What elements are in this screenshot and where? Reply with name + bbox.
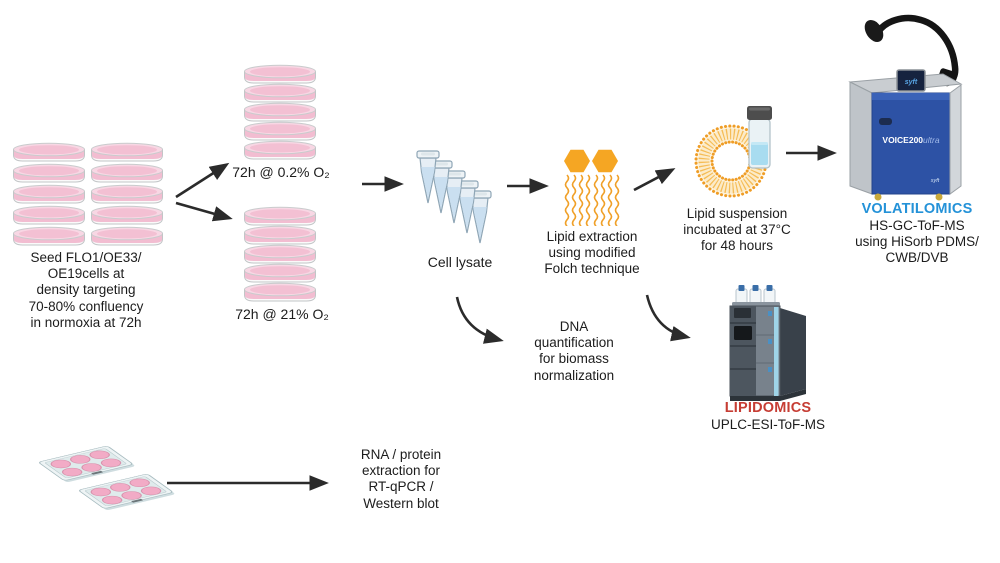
arrow-extraction-to-lipidomics: [645, 294, 691, 342]
lipid-suspension-label: Lipid suspension incubated at 37°C for 4…: [683, 206, 791, 254]
sample-vial-icon: [747, 106, 772, 169]
gc-tof-ms-instrument-icon: syft VOICE200ultra syft: [848, 14, 963, 201]
uplc-ms-instrument-icon: [729, 285, 806, 401]
svg-text:VOICE200ultra: VOICE200ultra: [882, 135, 939, 145]
seed-step-label: Seed FLO1/OE33/ OE19cells at density tar…: [28, 250, 144, 330]
instrument-model-suffix: ultra: [923, 135, 940, 145]
lipidomics-title: LIPIDOMICS: [724, 400, 812, 416]
cell-lysate-label: Cell lysate: [427, 254, 493, 270]
lipidomics-method-label: UPLC-ESI-ToF-MS: [710, 417, 825, 432]
dna-quantification-label: DNA quantification for biomass normaliza…: [533, 319, 615, 383]
volatilomics-method-label: HS-GC-ToF-MS using HiSorb PDMS/ CWB/DVB: [855, 218, 979, 266]
petri-dish-stack: [13, 142, 163, 246]
lipid-extraction-label: Lipid extraction using modified Folch te…: [544, 229, 640, 277]
six-well-plates-icon: [37, 445, 177, 512]
petri-dish-stack-normoxia: [244, 206, 316, 302]
arrow-extraction-to-suspension: [633, 168, 676, 192]
lipid-molecules-icon: [564, 149, 620, 226]
volatilomics-title: VOLATILOMICS: [861, 201, 973, 217]
normoxia-condition-label: 72h @ 21% O₂: [235, 306, 329, 322]
microcentrifuge-tubes-icon: [416, 150, 492, 244]
petri-dish-stack-hypoxia: [244, 64, 316, 160]
arrow-seed-to-normoxia: [175, 201, 233, 222]
hypoxia-condition-label: 72h @ 0.2% O₂: [232, 164, 330, 180]
screen-brand-logo: syft: [905, 79, 918, 86]
rna-protein-extraction-label: RNA / protein extraction for RT-qPCR / W…: [360, 447, 442, 511]
instrument-model-label: VOICE200: [882, 135, 923, 145]
arrow-lysate-to-dna-quant: [455, 296, 504, 344]
panel-brand-logo: syft: [931, 178, 940, 184]
